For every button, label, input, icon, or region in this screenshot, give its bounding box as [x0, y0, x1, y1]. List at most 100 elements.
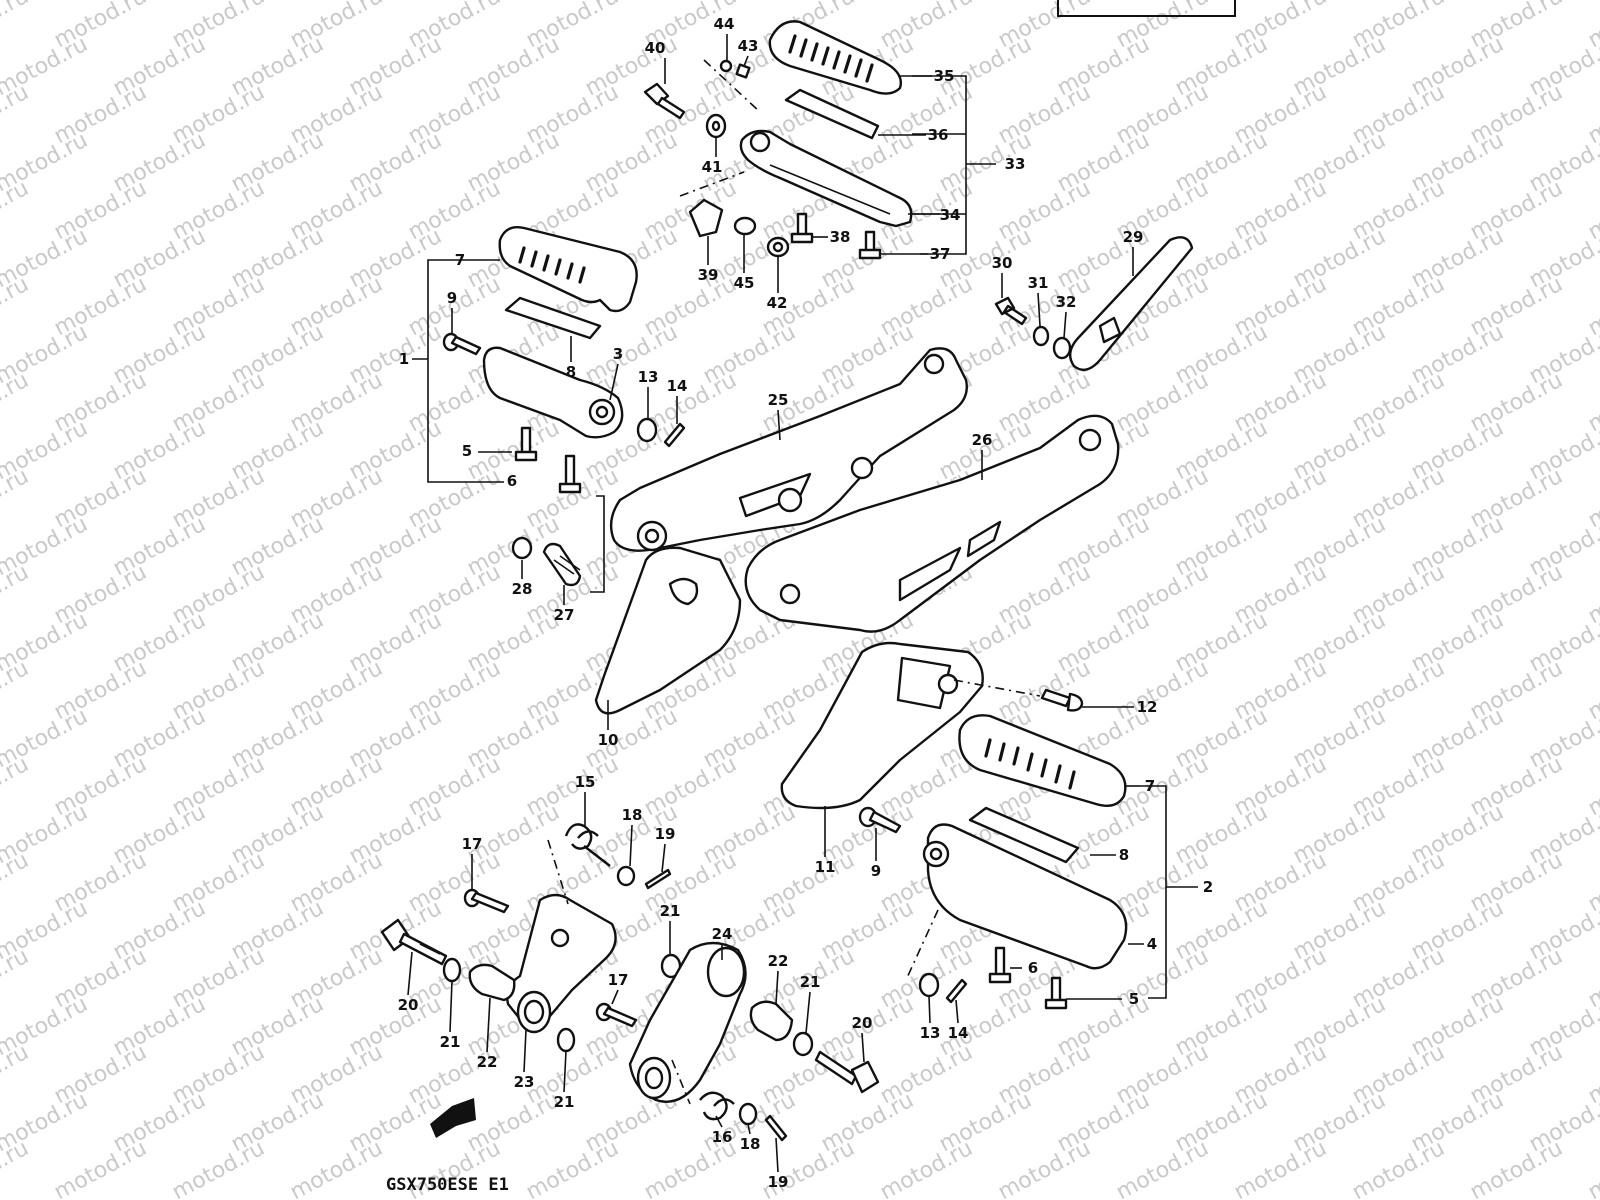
callout-c41: 41 [702, 158, 723, 176]
plate-8b [968, 806, 1080, 864]
callout-c30: 30 [992, 254, 1013, 272]
watermark-text: motod.ru [1466, 1136, 1567, 1200]
pin-9b [858, 806, 902, 834]
watermark-text: motod.ru [0, 560, 33, 629]
header-frame [1057, 0, 1236, 17]
callout-c18a: 18 [622, 806, 643, 824]
callout-c22b: 22 [477, 1053, 498, 1071]
callout-c35: 35 [934, 67, 955, 85]
callout-c8b: 8 [1119, 846, 1129, 864]
watermark-text: motod.ru [0, 1040, 33, 1109]
callout-c19a: 19 [655, 825, 676, 843]
bolt-20b [814, 1050, 880, 1094]
callout-c1: 1 [399, 350, 409, 368]
footrest-bracket-4 [926, 823, 1128, 970]
callout-c22a: 22 [768, 952, 789, 970]
footrest-rubber-7a [498, 226, 638, 313]
callout-c39: 39 [698, 266, 719, 284]
callout-c32: 32 [1056, 293, 1077, 311]
bolt-5a [514, 426, 538, 462]
callout-c6b: 6 [1028, 959, 1038, 977]
callout-c12: 12 [1137, 698, 1158, 716]
watermark-text: motod.ru [50, 1136, 151, 1200]
washer-21c [442, 957, 462, 983]
cotter-pin-19b [764, 1114, 788, 1142]
spring-15 [564, 823, 611, 867]
callout-c15: 15 [575, 773, 596, 791]
bracket-27 [590, 495, 605, 593]
callout-c17a: 17 [462, 835, 483, 853]
callout-c25: 25 [768, 391, 789, 409]
watermark-text: motod.ru [994, 1136, 1095, 1200]
callout-c18b: 18 [740, 1135, 761, 1153]
watermark-text: motod.ru [522, 1136, 623, 1200]
footrest-bracket-34 [739, 129, 913, 228]
callout-c8a: 8 [566, 363, 576, 381]
watermark-text: motod.ru [0, 464, 33, 533]
bolt-5b [1044, 976, 1068, 1010]
callout-c5a: 5 [462, 442, 472, 460]
rubber-ribs-7a [518, 246, 586, 284]
callout-c36: 36 [928, 126, 949, 144]
footrest-bracket-26 [744, 414, 1120, 633]
footrest-assembly-1 [442, 226, 686, 494]
callout-c11: 11 [815, 858, 836, 876]
callout-c27: 27 [554, 606, 575, 624]
cotter-pin-14a [663, 422, 686, 448]
washer-31 [1032, 325, 1050, 347]
rear-footrest-assembly-33 [643, 20, 913, 260]
footrest-rubber-7b [958, 714, 1127, 807]
callout-c45: 45 [734, 274, 755, 292]
bushing-22b [749, 1000, 794, 1042]
bolt-37 [858, 230, 882, 260]
callout-c20a: 20 [398, 996, 419, 1014]
washer-44 [719, 59, 733, 73]
bolt-6a [558, 454, 582, 494]
footrest-bracket-25 [609, 347, 968, 552]
washer-21b [792, 1031, 814, 1057]
leader-lines [407, 34, 1140, 1173]
heel-plate-group [994, 236, 1194, 372]
nut-43 [735, 63, 751, 79]
footrest-bracket-3 [482, 346, 624, 439]
bracket-33 [910, 75, 996, 255]
callout-c5b: 5 [1129, 990, 1139, 1008]
bolt-6b [988, 946, 1012, 984]
pin-17b [595, 1002, 638, 1028]
bolt-30 [994, 296, 1028, 326]
callout-c9b: 9 [871, 862, 881, 880]
forward-arrow-icon [430, 1098, 476, 1138]
bolt-27 [542, 542, 582, 587]
heel-plate-29 [1068, 236, 1194, 372]
watermark-text: motod.ru [1584, 1136, 1600, 1200]
callout-c4: 4 [1147, 935, 1157, 953]
callout-c34: 34 [940, 206, 961, 224]
watermark-text: motod.ru [0, 752, 33, 821]
nut-32 [1052, 336, 1072, 360]
callout-c20b: 20 [852, 1014, 873, 1032]
bushing-22a [468, 963, 516, 1002]
washer-45 [733, 216, 757, 236]
model-code: GSX750ESE E1 [386, 1175, 509, 1195]
callout-c40: 40 [645, 39, 666, 57]
footrest-assembly-2 [858, 714, 1128, 1010]
clip-39 [688, 198, 724, 238]
callout-c38: 38 [830, 228, 851, 246]
callout-c7a: 7 [455, 251, 465, 269]
watermark-text: motod.ru [0, 1136, 33, 1200]
callout-c26: 26 [972, 431, 993, 449]
footrest-bracket-10 [594, 546, 742, 715]
watermark-text: motod.ru [0, 176, 33, 245]
cotter-pin-19a [644, 868, 672, 890]
callout-c21d: 21 [554, 1093, 575, 1111]
callout-c29: 29 [1123, 228, 1144, 246]
watermark-text: motod.ru [0, 80, 33, 149]
callout-c43: 43 [738, 37, 759, 55]
watermark-text: motod.ru [0, 656, 33, 725]
callout-c13a: 13 [638, 368, 659, 386]
callout-c16: 16 [712, 1128, 733, 1146]
bracket-2 [1090, 785, 1198, 999]
plate-8a [504, 296, 602, 340]
